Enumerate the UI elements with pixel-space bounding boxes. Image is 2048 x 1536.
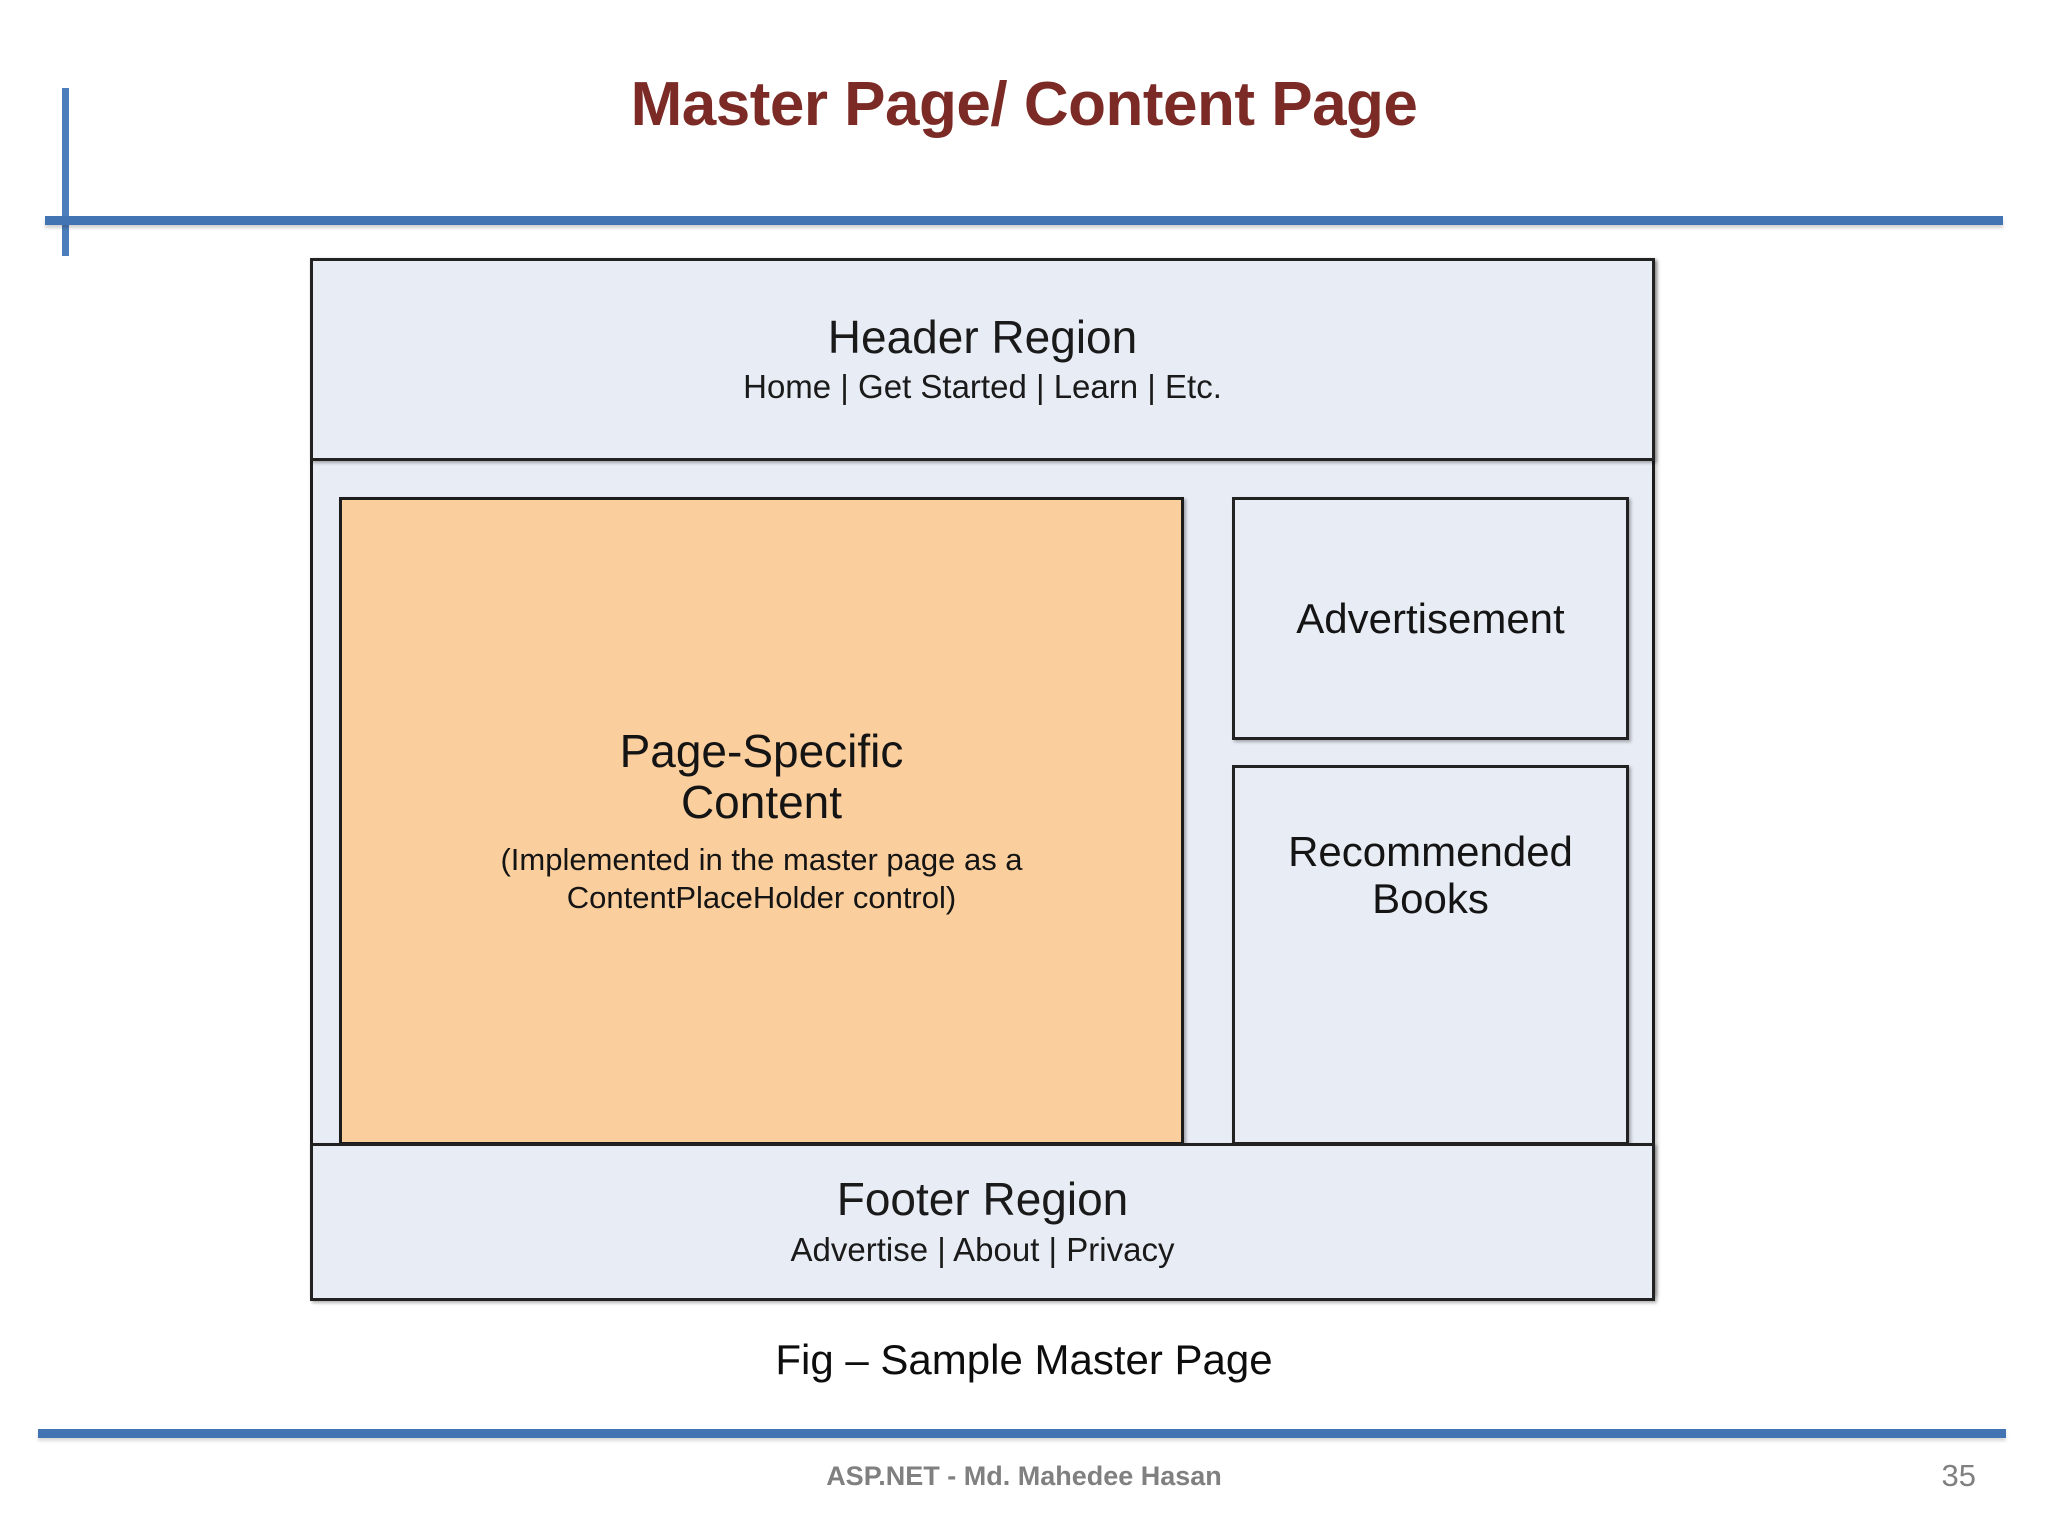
header-region-links: Home | Get Started | Learn | Etc. xyxy=(743,368,1222,406)
content-note-line2: ContentPlaceHolder control) xyxy=(566,879,957,915)
content-note-line1: (Implemented in the master page as a xyxy=(500,841,1023,877)
footer-region-links: Advertise | About | Privacy xyxy=(790,1230,1175,1268)
recommended-books-label: Recommended Books xyxy=(1288,828,1573,922)
diagram-content-area: Page-Specific Content (Implemented in th… xyxy=(339,497,1629,1145)
header-region-title: Header Region xyxy=(827,310,1138,363)
recommended-books-box: Recommended Books xyxy=(1232,765,1629,1145)
footer-divider-rule xyxy=(38,1429,2006,1438)
recommended-books-line1: Recommended xyxy=(1288,828,1573,875)
recommended-books-line2: Books xyxy=(1372,875,1489,923)
slide-page-number: 35 xyxy=(1941,1458,1976,1493)
content-title-line1: Page-Specific xyxy=(619,724,904,777)
diagram-footer-region: Footer Region Advertise | About | Privac… xyxy=(310,1143,1655,1301)
master-page-diagram: Header Region Home | Get Started | Learn… xyxy=(310,258,1655,1301)
title-accent-vertical-line xyxy=(62,88,69,256)
figure-caption: Fig – Sample Master Page xyxy=(775,1336,1273,1383)
content-title-line2: Content xyxy=(680,776,843,829)
advertisement-box: Advertisement xyxy=(1232,497,1629,740)
advertisement-label: Advertisement xyxy=(1296,594,1565,642)
page-specific-content-box: Page-Specific Content (Implemented in th… xyxy=(339,497,1184,1145)
page-title: Master Page/ Content Page xyxy=(630,70,1418,139)
title-divider-rule xyxy=(45,216,2003,225)
slide-footer-attribution: ASP.NET - Md. Mahedee Hasan xyxy=(826,1461,1222,1491)
footer-region-title: Footer Region xyxy=(836,1173,1129,1226)
diagram-header-region: Header Region Home | Get Started | Learn… xyxy=(310,258,1655,461)
